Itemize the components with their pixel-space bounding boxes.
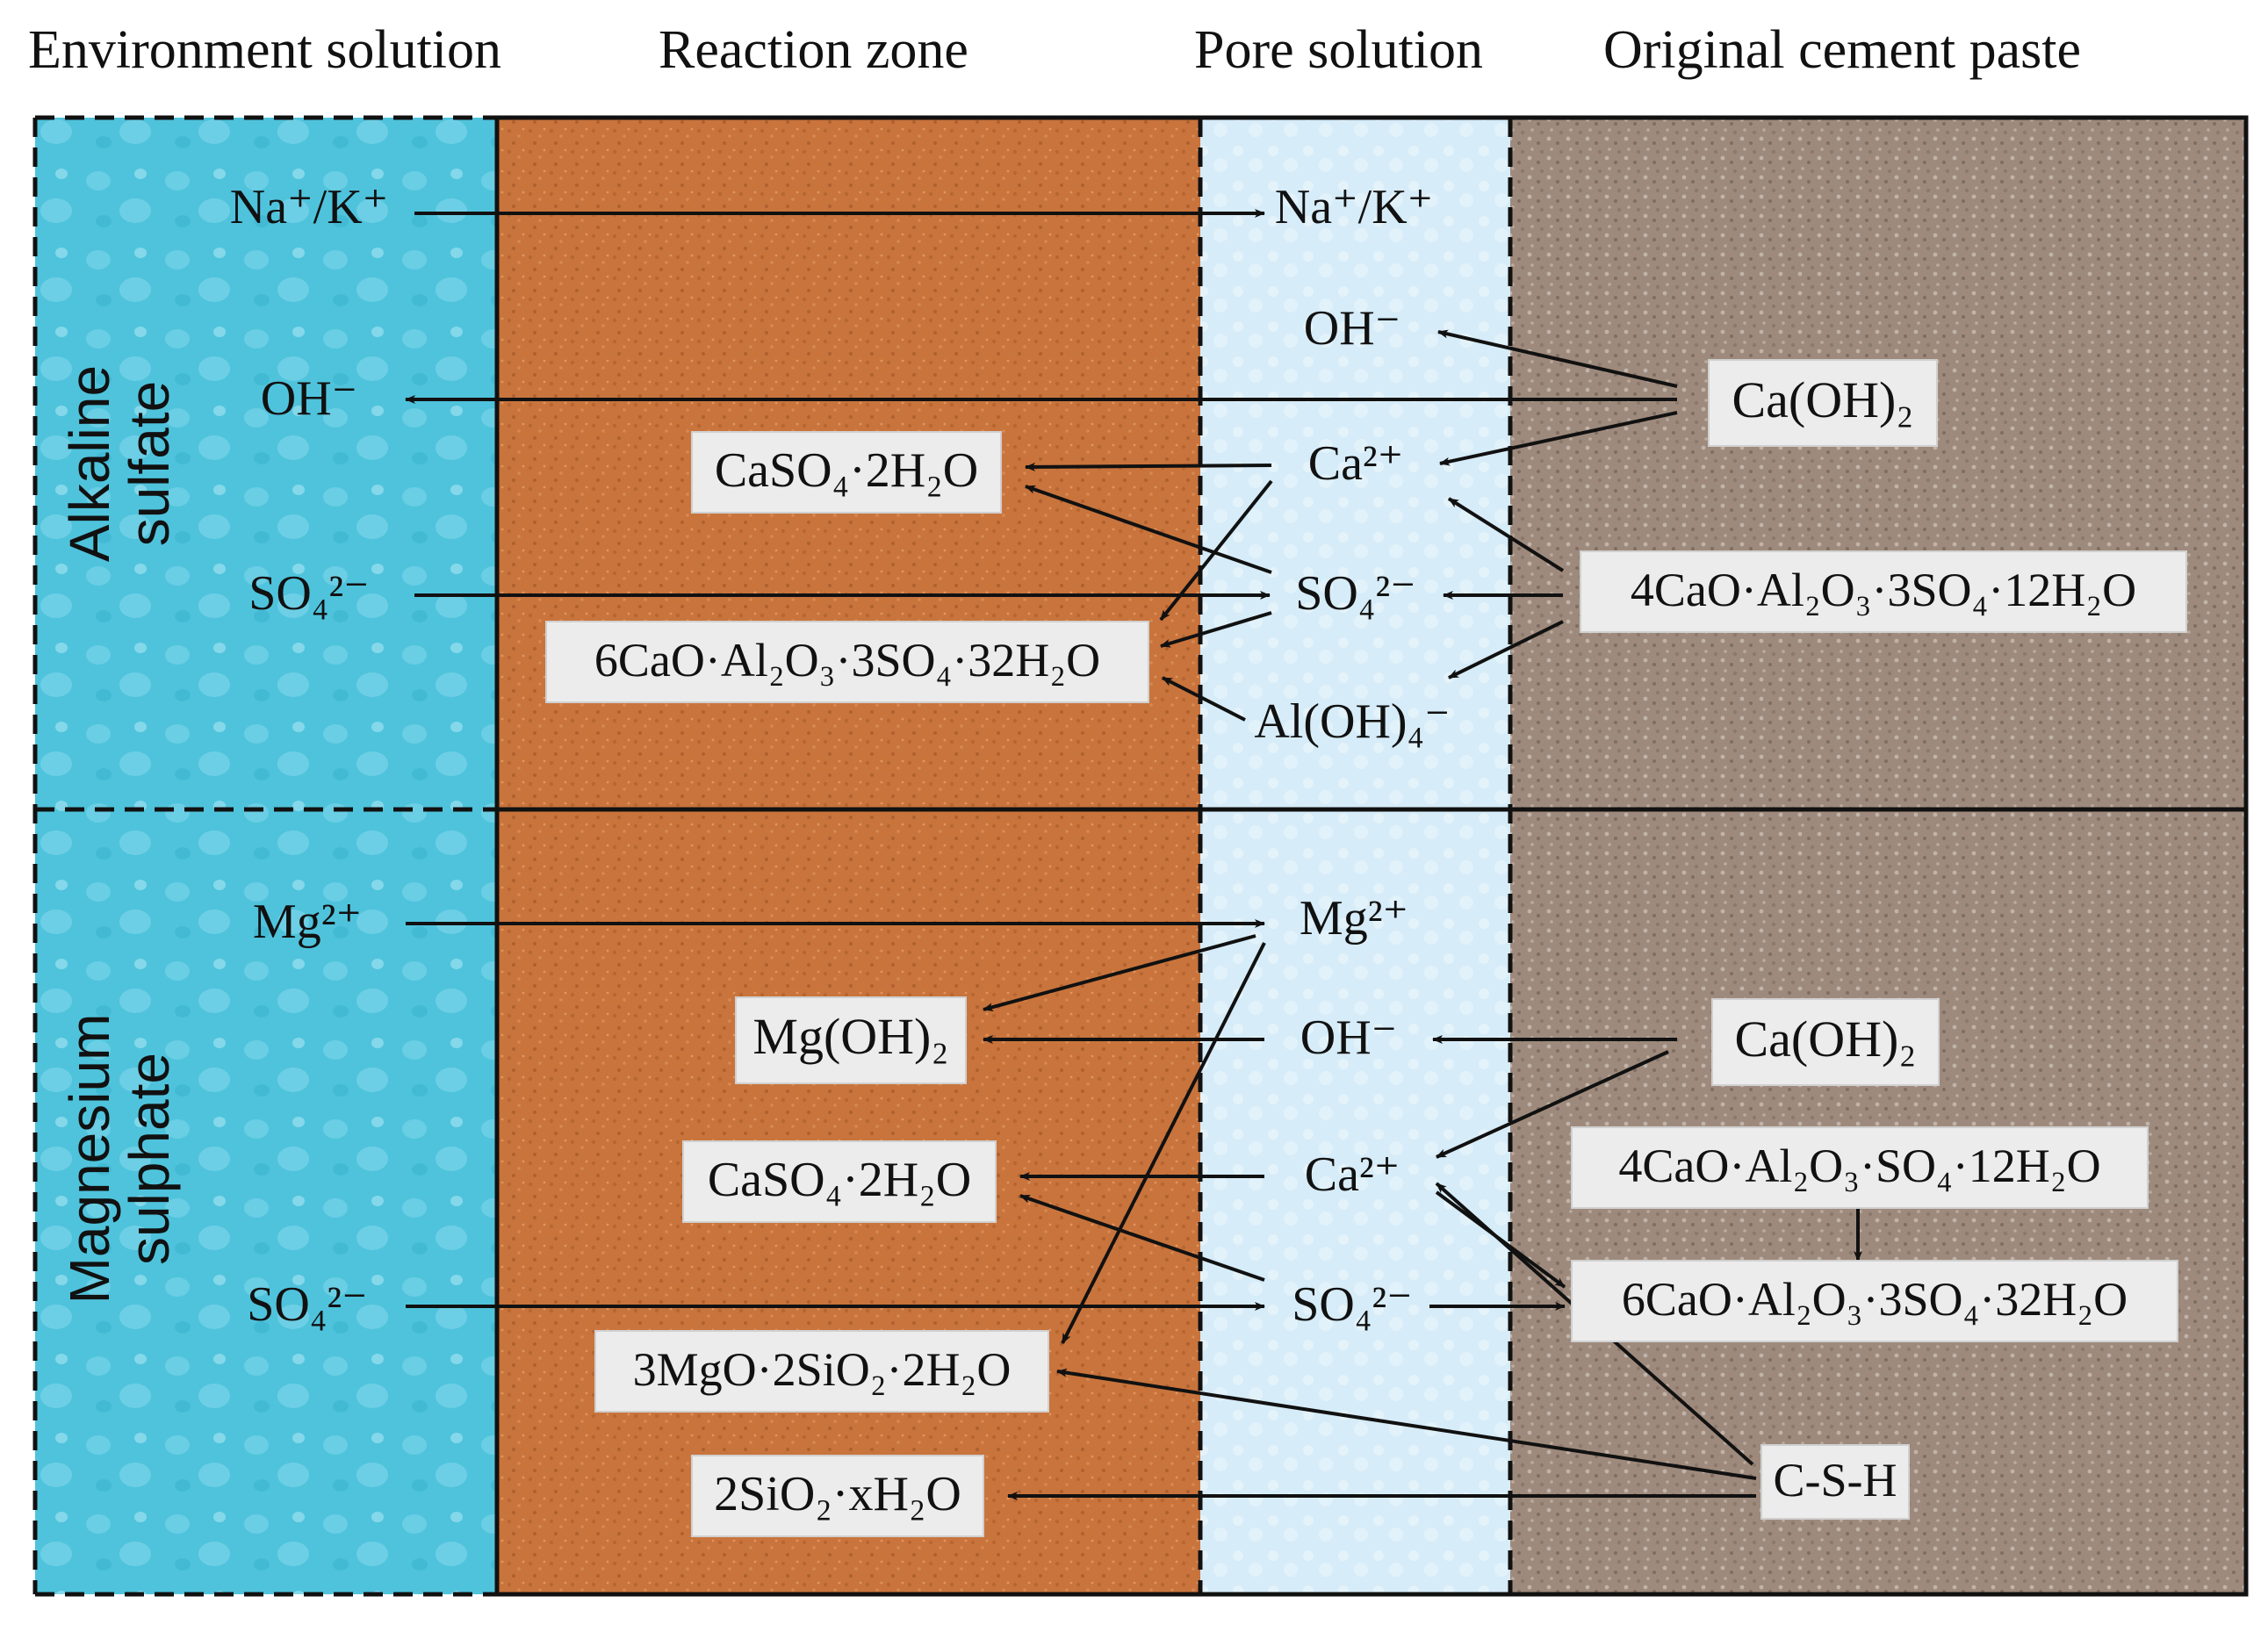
- heading-pore-solution: Pore solution: [1194, 20, 1483, 80]
- arrow-mg-to-msh: [1061, 942, 1266, 1344]
- ettringite-mg-label: 6CaO·Al₂O₃·3SO₄·32H₂O: [1622, 1273, 2128, 1326]
- row-label-magnesium-line1: Magnesium: [58, 1014, 121, 1305]
- arrow-caoh2-to-ca: [1439, 411, 1678, 466]
- oh-env: OH⁻: [261, 371, 357, 426]
- zone-borders: [32, 115, 2249, 1597]
- box-gypsum-mg: CaSO₄·2H₂O: [682, 1140, 997, 1223]
- box-msh: 3MgO·2SiO₂·2H₂O: [594, 1330, 1049, 1413]
- al-oh4-pore: Al(OH)₄⁻: [1254, 694, 1450, 749]
- ca-pore-mg: Ca²⁺: [1305, 1147, 1400, 1202]
- column-backgrounds: [35, 118, 2246, 1594]
- csh-label: C-S-H: [1773, 1454, 1897, 1506]
- box-afm-3so4: 4CaO·Al₂O₃·3SO₄·12H₂O: [1580, 550, 2187, 633]
- row-label-alkaline-line2: sulfate: [118, 381, 181, 547]
- so4-env: SO₄²⁻: [248, 566, 369, 621]
- box-caoh2-alk: Ca(OH)₂: [1708, 359, 1938, 447]
- so4-pore-mg: SO₄²⁻: [1292, 1277, 1412, 1332]
- box-afm: 4CaO·Al₂O₃·SO₄·12H₂O: [1571, 1126, 2149, 1209]
- arrow-csh-to-msh: [1056, 1368, 1757, 1480]
- so4-env-mg: SO₄²⁻: [247, 1277, 367, 1332]
- caoh2-mg-label: Ca(OH)₂: [1734, 1010, 1916, 1068]
- box-caoh2-mg: Ca(OH)₂: [1711, 998, 1940, 1086]
- gypsum-alk-label: CaSO₄·2H₂O: [715, 443, 978, 498]
- so4-pore: SO₄²⁻: [1295, 566, 1415, 621]
- arrow-caoh2-to-oh-pore: [1437, 329, 1678, 388]
- arrow-so4-to-gypsum-mg: [1019, 1194, 1265, 1282]
- mg-env: Mg²⁺: [253, 895, 362, 949]
- silica-gel-label: 2SiO₂·xH₂O: [714, 1467, 961, 1521]
- box-csh: C-S-H: [1760, 1444, 1910, 1520]
- box-ettringite-mg: 6CaO·Al₂O₃·3SO₄·32H₂O: [1571, 1260, 2178, 1342]
- afm-label: 4CaO·Al₂O₃·SO₄·12H₂O: [1618, 1140, 2100, 1192]
- box-silica-gel: 2SiO₂·xH₂O: [691, 1455, 984, 1537]
- na-k-env: Na⁺/K⁺: [230, 180, 388, 234]
- arrow-afm-to-ca: [1447, 497, 1565, 572]
- ettringite-alk-label: 6CaO·Al₂O₃·3SO₄·32H₂O: [594, 634, 1100, 687]
- heading-reaction-zone: Reaction zone: [659, 20, 968, 80]
- arrow-so4-to-ettringite: [1160, 611, 1272, 648]
- oh-pore-mg: OH⁻: [1300, 1010, 1397, 1065]
- msh-label: 3MgO·2SiO₂·2H₂O: [633, 1343, 1012, 1396]
- mg-pore: Mg²⁺: [1300, 891, 1408, 946]
- row-label-magnesium-sulphate: Magnesium sulphate: [58, 1014, 181, 1305]
- caoh2-alk-label: Ca(OH)₂: [1732, 371, 1913, 428]
- arrow-afm-to-al-oh4: [1448, 620, 1564, 679]
- arrow-caoh2-to-ca-mg: [1436, 1050, 1669, 1159]
- box-gypsum-alk: CaSO₄·2H₂O: [691, 431, 1002, 514]
- mgoh2-label: Mg(OH)₂: [752, 1008, 948, 1065]
- box-ettringite-alk: 6CaO·Al₂O₃·3SO₄·32H₂O: [545, 621, 1149, 703]
- heading-environment-solution: Environment solution: [28, 20, 502, 80]
- gypsum-mg-label: CaSO₄·2H₂O: [708, 1153, 971, 1207]
- arrow-so4-to-gypsum: [1025, 485, 1272, 574]
- oh-pore: OH⁻: [1304, 301, 1400, 356]
- reaction-arrows: [405, 209, 1862, 1500]
- arrow-ca-to-ettringite: [1159, 479, 1273, 622]
- box-mgoh2: Mg(OH)₂: [735, 996, 967, 1084]
- row-label-alkaline-line1: Alkaline: [58, 365, 121, 562]
- heading-original-cement-paste: Original cement paste: [1603, 20, 2082, 80]
- arrow-mg-to-mgoh2: [983, 934, 1256, 1011]
- arrow-al-oh4-to-ettringite: [1162, 676, 1246, 722]
- afm-3so4-label: 4CaO·Al₂O₃·3SO₄·12H₂O: [1631, 564, 2136, 616]
- arrow-ca-to-gypsum: [1025, 462, 1272, 471]
- row-label-magnesium-line2: sulphate: [118, 1053, 181, 1265]
- na-k-pore: Na⁺/K⁺: [1275, 180, 1433, 234]
- row-label-alkaline-sulfate: Alkaline sulfate: [58, 365, 181, 562]
- ca-pore: Ca²⁺: [1308, 436, 1404, 491]
